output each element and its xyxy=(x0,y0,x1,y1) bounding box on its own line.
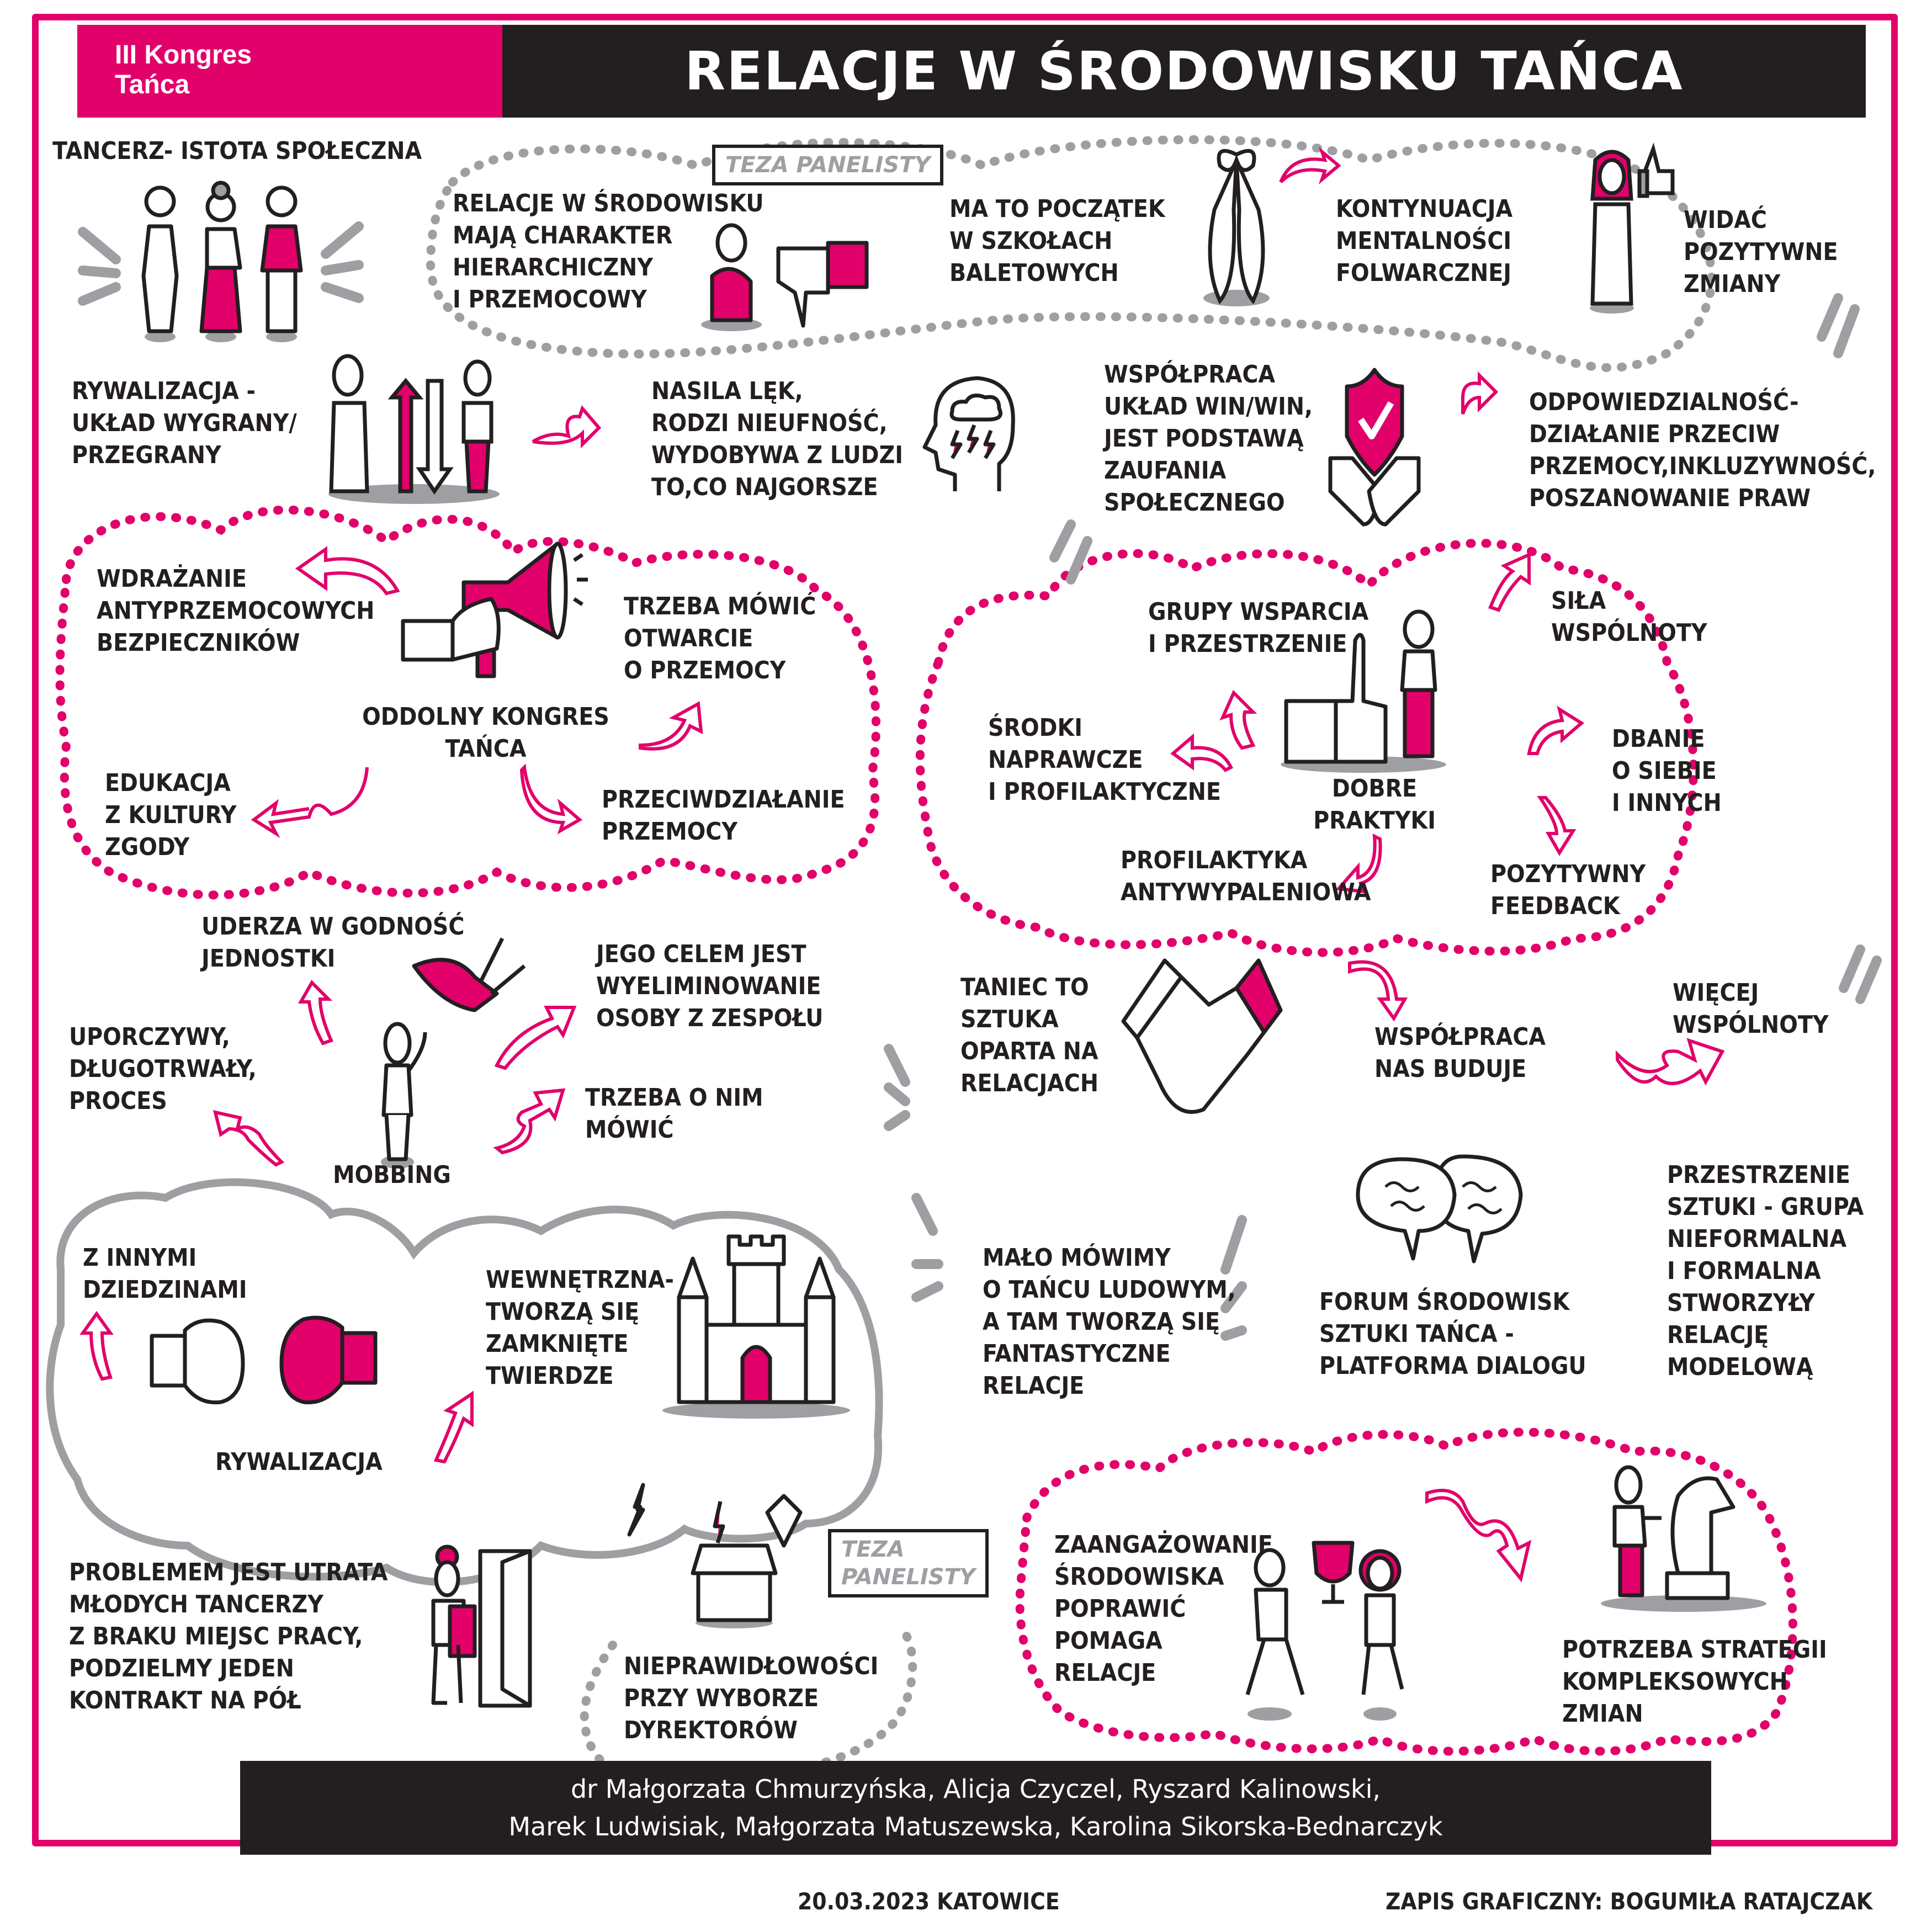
three-people-holding-hands-icon xyxy=(141,181,303,342)
arrow-icon xyxy=(1170,733,1234,772)
dance-relations-community: więcej wspólnoty xyxy=(1673,979,1829,1039)
arrow-icon xyxy=(433,1390,474,1464)
ballot-box-icon xyxy=(627,1483,803,1628)
arrow-icon xyxy=(1425,1489,1532,1583)
event-badge: III Kongres Tańca xyxy=(77,25,502,118)
ballet-shoes-icon xyxy=(1203,148,1270,306)
good-practice-item-5: Profilaktyka antywypaleniowa xyxy=(1121,846,1371,906)
sad-sitting-person-icon xyxy=(701,223,869,331)
page-title: RELACJE W ŚRODOWISKU TAŃCA xyxy=(502,25,1866,118)
event-name-line1: III Kongres xyxy=(115,40,252,70)
congress-dotted-outline xyxy=(55,505,880,900)
handshake-icon xyxy=(1121,958,1283,1114)
folk-dance-text: mało mówimy o tańcu ludowym, a tam tworz… xyxy=(983,1244,1236,1400)
panelists-line-2: Marek Ludwisiak, Małgorzata Matuszewska,… xyxy=(508,1812,1443,1841)
graphic-credit: Zapis graficzny: Bogumiła Ratajczak xyxy=(1386,1888,1873,1915)
speech-bubbles-icon xyxy=(1356,1154,1523,1264)
panelists-box: dr Małgorzata Chmurzyńska, Alicja Czycze… xyxy=(240,1761,1711,1855)
good-practices-dotted-outline xyxy=(915,539,1698,957)
mobbing-item-4: Trzeba o nim mówić xyxy=(585,1084,763,1144)
castle-icon xyxy=(662,1234,850,1419)
arrow-icon xyxy=(298,980,334,1045)
good-practice-item-3: Środki naprawcze i profilaktyczne xyxy=(988,714,1221,806)
good-practice-item-1: Grupy wsparcia i przestrzenie xyxy=(1148,598,1369,658)
engagement-dotted-outline xyxy=(1015,1427,1797,1756)
person-leaving-door-icon xyxy=(431,1544,532,1708)
rivalry-other-fields: z innymi dziedzinami xyxy=(83,1244,247,1304)
mobbing-item-3: Uporczywy, długotrwały, proces xyxy=(69,1023,257,1115)
thesis-bottom-text: Nieprawidłowości przy wyborze dyrektorów xyxy=(624,1652,879,1744)
date-place: 20.03.2023 Katowice xyxy=(798,1888,1060,1915)
arrow-icon xyxy=(79,1310,114,1381)
arrow-icon xyxy=(295,546,400,596)
trophy-people-icon xyxy=(1245,1541,1404,1721)
decorative-dashes xyxy=(78,221,1882,1341)
engagement-text: zaangażowanie środowiska poprawić pomaga… xyxy=(1054,1531,1273,1687)
forum-text: Forum środowisk sztuki tańca - platforma… xyxy=(1319,1288,1586,1380)
woman-thumbs-up-icon xyxy=(1590,142,1675,314)
rivalry-label: Rywalizacja xyxy=(215,1448,383,1476)
dance-relations-text: Taniec to sztuka oparta na relacjach xyxy=(960,973,1098,1097)
thesis-origin: ma to początek w szkołach baletowych xyxy=(949,195,1165,287)
arrow-icon xyxy=(1348,960,1408,1022)
arrow-icon xyxy=(1461,371,1499,415)
thumbs-up-woman-icon xyxy=(1281,609,1446,773)
arrow-icon xyxy=(1537,796,1577,856)
rivalry-effect: nasila lęk, rodzi nieufność, wydobywa z … xyxy=(651,377,903,501)
event-name-line2: Tańca xyxy=(115,70,190,99)
congress-item-1: Wdrażanie antyprzemocowych bezpieczników xyxy=(97,565,375,657)
good-practice-item-4: Dbanie o siebie i innych xyxy=(1612,725,1722,817)
arrow-icon xyxy=(1279,146,1341,185)
arrow-icon xyxy=(1219,689,1257,750)
megaphone-icon xyxy=(401,542,588,678)
arrow-icon xyxy=(1616,1038,1725,1086)
thesis-claim: Relacje w środowisku mają charakter hier… xyxy=(453,189,764,314)
cooperation-result: Odpowiedzialność- działanie przeciw prze… xyxy=(1529,388,1876,512)
rivalry-cloud-outline xyxy=(46,1178,883,1586)
kick-person-icon xyxy=(381,937,526,1169)
mobbing-center: Mobbing xyxy=(333,1161,451,1189)
art-spaces-text: Przestrzenie sztuki - grupa nieformalna … xyxy=(1667,1161,1864,1381)
arrow-icon xyxy=(493,1088,566,1155)
arrow-icon xyxy=(1488,552,1531,612)
rivalry-text: Rywalizacja - układ wygrany/ przegrany xyxy=(72,377,297,469)
mobbing-item-2: Jego celem jest wyeliminowanie osoby z z… xyxy=(596,940,824,1032)
arrow-icon xyxy=(639,701,703,751)
good-practices-center: Dobre praktyki xyxy=(1313,774,1436,835)
arrow-icon xyxy=(519,763,583,835)
thesis-tag-bottom: Teza Panelisty xyxy=(828,1529,989,1597)
arrow-icon xyxy=(251,767,369,838)
congress-item-3: Edukacja z kultury zgody xyxy=(105,769,237,861)
congress-item-2: Trzeba mówić otwarcie o przemocy xyxy=(624,592,816,684)
good-practice-item-2: Siła wspólnoty xyxy=(1551,587,1707,647)
panelists-line-1: dr Małgorzata Chmurzyńska, Alicja Czycze… xyxy=(570,1774,1381,1804)
congress-item-4: Przeciwdziałanie przemocy xyxy=(602,785,845,846)
dance-relations-cooperation: Współpraca nas buduje xyxy=(1374,1023,1546,1083)
rivalry-internal: Wewnętrzna- tworzą się zamknięte twierdz… xyxy=(486,1266,674,1390)
chess-knight-icon xyxy=(1601,1465,1766,1612)
thesis-positive: widać pozytywne zmiany xyxy=(1684,206,1838,298)
cooperation-text: Współpraca układ win/win, jest podstawą … xyxy=(1104,360,1313,517)
arrow-icon xyxy=(532,405,602,449)
arrow-icon xyxy=(494,1006,577,1070)
boxing-gloves-icon xyxy=(150,1315,378,1405)
young-dancers-text: Problemem jest utrata młodych tancerzy z… xyxy=(69,1558,388,1715)
head-storm-icon xyxy=(922,376,1015,491)
arrow-icon xyxy=(213,1110,285,1167)
shield-handshake-icon xyxy=(1328,368,1421,527)
engagement-strategy: Potrzeba strategii kompleksowych zmian xyxy=(1562,1636,1827,1728)
mobbing-item-1: Uderza w godność jednostki xyxy=(201,912,465,973)
good-practice-item-6: Pozytywny feedback xyxy=(1490,860,1646,920)
arrow-icon xyxy=(1335,833,1382,894)
social-title: Tancerz- istota społeczna xyxy=(52,137,422,165)
congress-center: Oddolny kongres tańca xyxy=(362,703,609,763)
thesis-tag-top: Teza Panelisty xyxy=(712,145,944,185)
winner-loser-arrows-icon xyxy=(328,354,500,504)
arrow-icon xyxy=(1527,705,1585,755)
thesis-continuation: kontynuacja mentalności folwarcznej xyxy=(1336,195,1513,287)
